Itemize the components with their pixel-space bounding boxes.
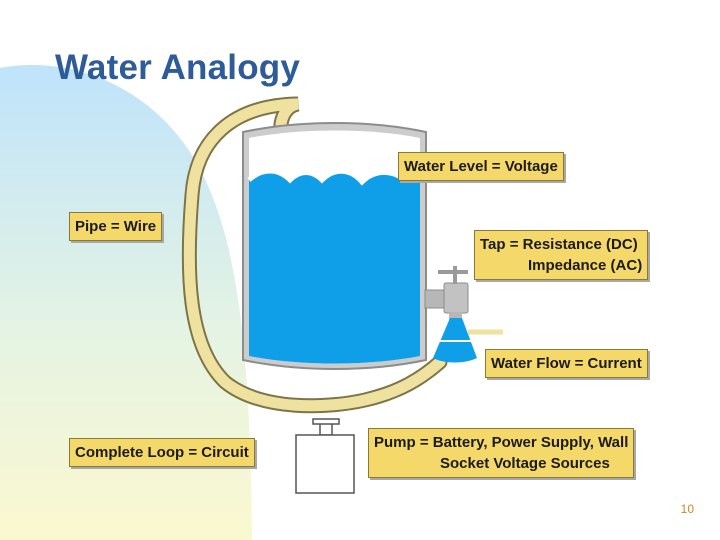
label-complete-loop: Complete Loop = Circuit [69, 438, 255, 467]
pump [295, 418, 355, 494]
label-water-flow: Water Flow = Current [485, 349, 648, 378]
tap [424, 266, 469, 320]
label-pump: Pump = Battery, Power Supply, Wall Socke… [368, 428, 635, 478]
water-body [249, 171, 420, 364]
label-tap: Tap = Resistance (DC) Impedance (AC) [474, 230, 649, 280]
slide-title: Water Analogy [55, 48, 301, 87]
page-number: 10 [680, 502, 694, 516]
label-pipe: Pipe = Wire [69, 212, 163, 241]
label-water-level: Water Level = Voltage [398, 152, 564, 181]
